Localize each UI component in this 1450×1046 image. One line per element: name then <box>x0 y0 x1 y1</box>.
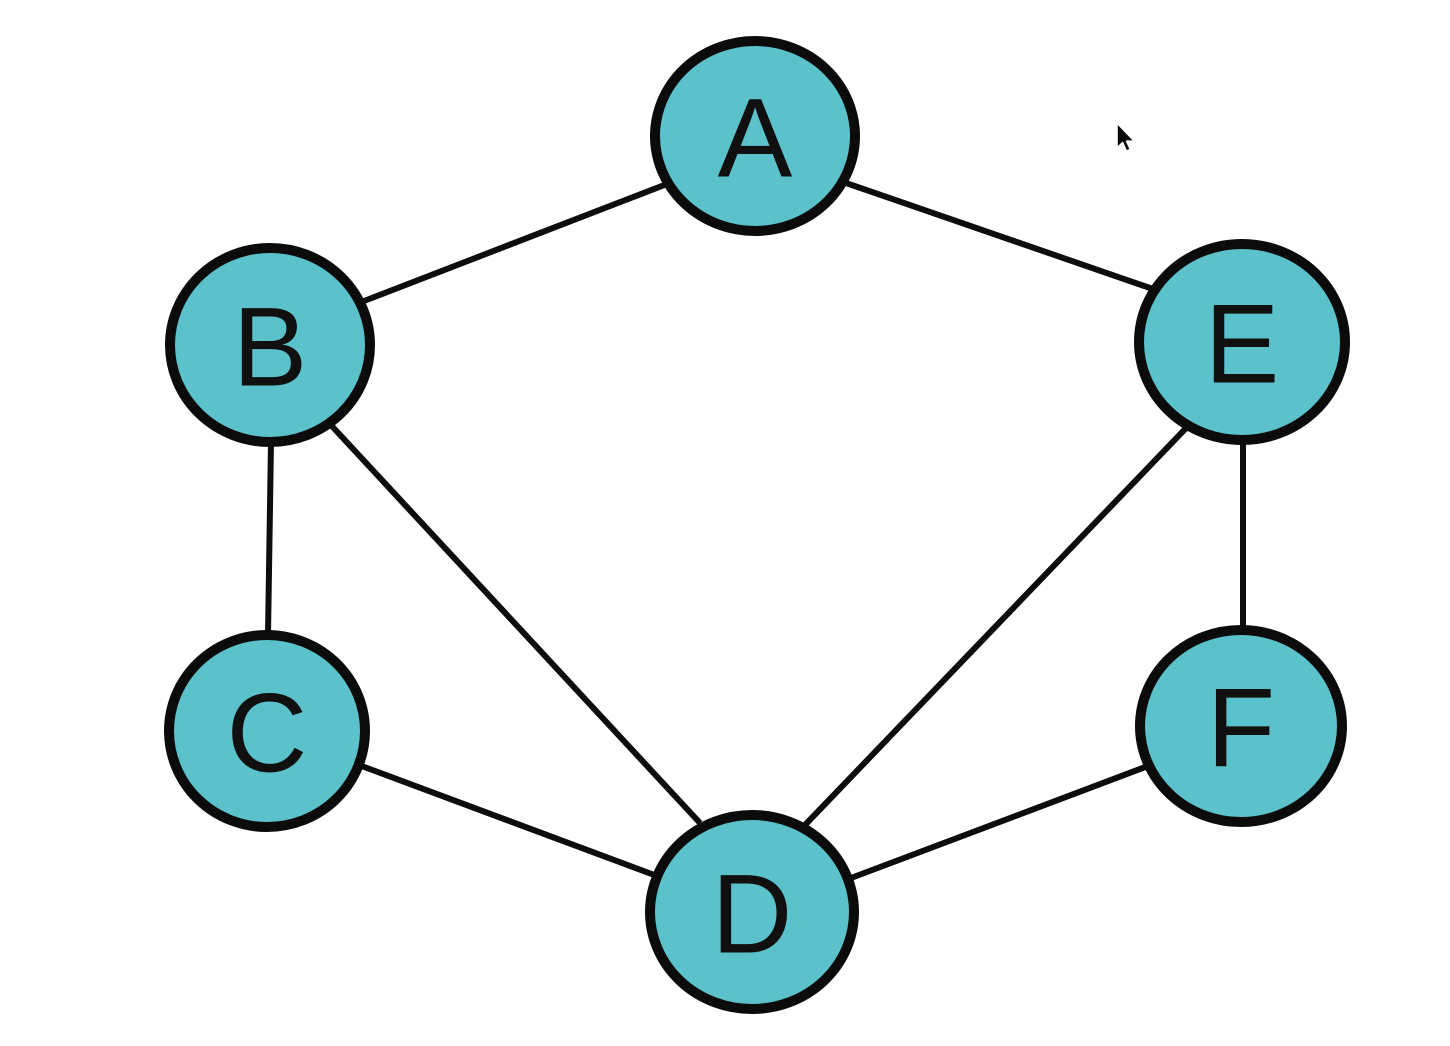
graph-node-circle-e[interactable] <box>1134 239 1350 445</box>
graph-nodes-group: A BC D EF <box>164 36 1350 1014</box>
graph-node-circle-a[interactable] <box>650 36 860 236</box>
graph-node-b[interactable]: B <box>165 243 375 447</box>
graph-node-circle-b[interactable] <box>165 243 375 447</box>
graph-edge-a-e[interactable] <box>845 180 1154 292</box>
graph-node-c[interactable]: C <box>164 630 370 832</box>
graph-node-d[interactable]: D <box>645 810 859 1014</box>
graph-node-circle-d[interactable] <box>645 810 859 1014</box>
graph-edge-d-e[interactable] <box>801 421 1193 829</box>
graph-edge-d-f[interactable] <box>849 763 1150 881</box>
graph-edge-c-d[interactable] <box>357 762 659 879</box>
graph-edge-b-d[interactable] <box>326 420 703 826</box>
graph-node-e[interactable]: E <box>1134 239 1350 445</box>
graph-edge-b-c[interactable] <box>265 441 274 636</box>
graph-node-f[interactable]: F <box>1135 625 1347 827</box>
graph-node-a[interactable]: A <box>650 36 860 236</box>
graph-edge-a-b[interactable] <box>362 181 669 304</box>
graph-edges-group <box>265 180 1246 881</box>
graph-node-circle-c[interactable] <box>164 630 370 832</box>
graph-node-circle-f[interactable] <box>1135 625 1347 827</box>
